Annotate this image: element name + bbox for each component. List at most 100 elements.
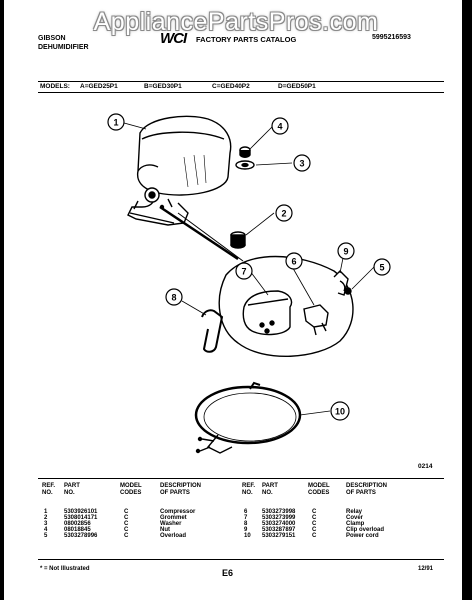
- table-cell: 08018845: [64, 527, 91, 533]
- model-b: B=GED30P1: [144, 83, 182, 90]
- table-cell: Washer: [160, 521, 182, 527]
- callout-6: 6: [285, 252, 303, 270]
- svg-text:6: 6: [291, 257, 296, 267]
- catalog-number: 5995216593: [372, 34, 411, 41]
- power-cord-drawing: [194, 381, 302, 454]
- table-cell: 8: [244, 521, 248, 527]
- table-cell: 5303273998: [262, 509, 296, 515]
- model-c: C=GED40P2: [212, 83, 250, 90]
- relay-cover-drawing: [218, 255, 354, 358]
- table-cell: 9: [244, 527, 248, 533]
- col-part-right: PART NO.: [262, 483, 278, 496]
- catalog-title: FACTORY PARTS CATALOG: [196, 35, 297, 44]
- col-desc-right: DESCRIPTION OF PARTS: [346, 483, 388, 496]
- table-cell: C: [124, 509, 129, 515]
- table-cell: 4: [44, 527, 48, 533]
- table-cell: 5303926101: [64, 509, 98, 515]
- svg-text:4: 4: [277, 122, 282, 132]
- table-cell: 5303273999: [262, 515, 296, 521]
- table-cell: Compressor: [160, 509, 196, 515]
- table-cell: 5303278996: [64, 533, 98, 539]
- callout-9: 9: [337, 242, 355, 260]
- col-model-right: MODEL CODES: [308, 483, 330, 496]
- table-cell: C: [312, 515, 317, 521]
- left-border: [0, 0, 4, 600]
- svg-text:7: 7: [241, 267, 246, 277]
- relay-drawing: [303, 270, 352, 336]
- right-border: [462, 0, 472, 600]
- col-part-left: PART NO.: [64, 483, 80, 496]
- figure-number: 0214: [418, 463, 433, 470]
- models-label: MODELS:: [40, 83, 70, 90]
- models-line: MODELS: A=GED25P1 B=GED30P1 C=GED40P2 D=…: [38, 81, 444, 93]
- callout-1: 1: [107, 113, 125, 131]
- table-cell: Overload: [160, 533, 187, 539]
- callout-5: 5: [373, 258, 391, 276]
- svg-text:1: 1: [113, 118, 118, 128]
- table-cell: 5303274000: [262, 521, 296, 527]
- grommet-drawing: [230, 231, 246, 249]
- callout-10: 10: [330, 401, 350, 421]
- table-cell: 1: [44, 509, 48, 515]
- brand-name: GIBSON: [38, 35, 66, 42]
- table-cell: C: [312, 521, 317, 527]
- col-ref-left: REF. NO.: [42, 483, 56, 496]
- callout-4: 4: [271, 117, 289, 135]
- footnote: * = Not Illustrated: [40, 566, 90, 572]
- left-ref-cells: 1 2 3 4 5: [44, 509, 47, 539]
- table-cell: C: [124, 515, 129, 521]
- parts-table: REF. NO. PART NO. MODEL CODES DESCRIPTIO…: [38, 478, 444, 560]
- left-desc-cells: Compressor Grommet Washer Nut Overload: [160, 509, 195, 539]
- wci-logo: WCI: [160, 30, 187, 47]
- col-desc-left: DESCRIPTION OF PARTS: [160, 483, 202, 496]
- col-ref-right: REF. NO.: [242, 483, 256, 496]
- svg-text:2: 2: [281, 209, 286, 219]
- table-cell: C: [312, 527, 317, 533]
- model-d: D=GED50P1: [278, 83, 316, 90]
- table-cell: C: [312, 533, 317, 539]
- table-cell: 6: [244, 509, 248, 515]
- compressor-drawing: [127, 115, 232, 226]
- table-cell: 7: [244, 515, 248, 521]
- nut-washer-drawing: [235, 146, 255, 170]
- table-cell: 5: [44, 533, 48, 539]
- table-cell: 5303279151: [262, 533, 296, 539]
- table-cell: Clip overload: [346, 527, 385, 533]
- callouts: 1 4 3 2 9 5 6 7 8 10: [107, 113, 391, 421]
- right-desc-cells: Relay Cover Clamp Clip overload Power co…: [346, 509, 384, 539]
- table-cell: C: [124, 521, 129, 527]
- right-part-cells: 5303273998 5303273999 5303274000 5303287…: [262, 509, 295, 539]
- table-cell: Relay: [346, 509, 363, 515]
- table-cell: 5308014171: [64, 515, 98, 521]
- table-cell: C: [124, 533, 129, 539]
- table-cell: 08002856: [64, 521, 91, 527]
- table-cell: C: [124, 527, 129, 533]
- left-part-cells: 5303926101 5308014171 08002856 08018845 …: [64, 509, 97, 539]
- brand-block: GIBSON DEHUMIDIFIER: [38, 34, 89, 52]
- svg-text:5: 5: [379, 263, 384, 273]
- table-cell: Clamp: [346, 521, 365, 527]
- revision-date: 12/91: [418, 566, 434, 572]
- callout-8: 8: [165, 288, 183, 306]
- leader-lines: [123, 122, 375, 416]
- table-cell: 3: [44, 521, 48, 527]
- product-type: DEHUMIDIFIER: [38, 44, 89, 51]
- table-cell: Grommet: [160, 515, 187, 521]
- left-code-cells: C C C C C: [124, 509, 128, 539]
- right-ref-cells: 6 7 8 9 10: [244, 509, 251, 539]
- table-cell: 2: [44, 515, 48, 521]
- table-cell: Power cord: [346, 533, 379, 539]
- svg-text:9: 9: [343, 247, 348, 257]
- svg-text:10: 10: [335, 407, 345, 417]
- callout-7: 7: [235, 262, 253, 280]
- right-code-cells: C C C C C: [312, 509, 316, 539]
- clamp-drawing: [201, 309, 224, 353]
- page-number: E6: [222, 568, 234, 578]
- col-model-left: MODEL CODES: [120, 483, 142, 496]
- watermark: AppliancePartsPros.com: [93, 8, 379, 36]
- callout-3: 3: [293, 154, 311, 172]
- table-cell: 5303287897: [262, 527, 296, 533]
- svg-text:3: 3: [299, 159, 304, 169]
- table-cell: Nut: [160, 527, 170, 533]
